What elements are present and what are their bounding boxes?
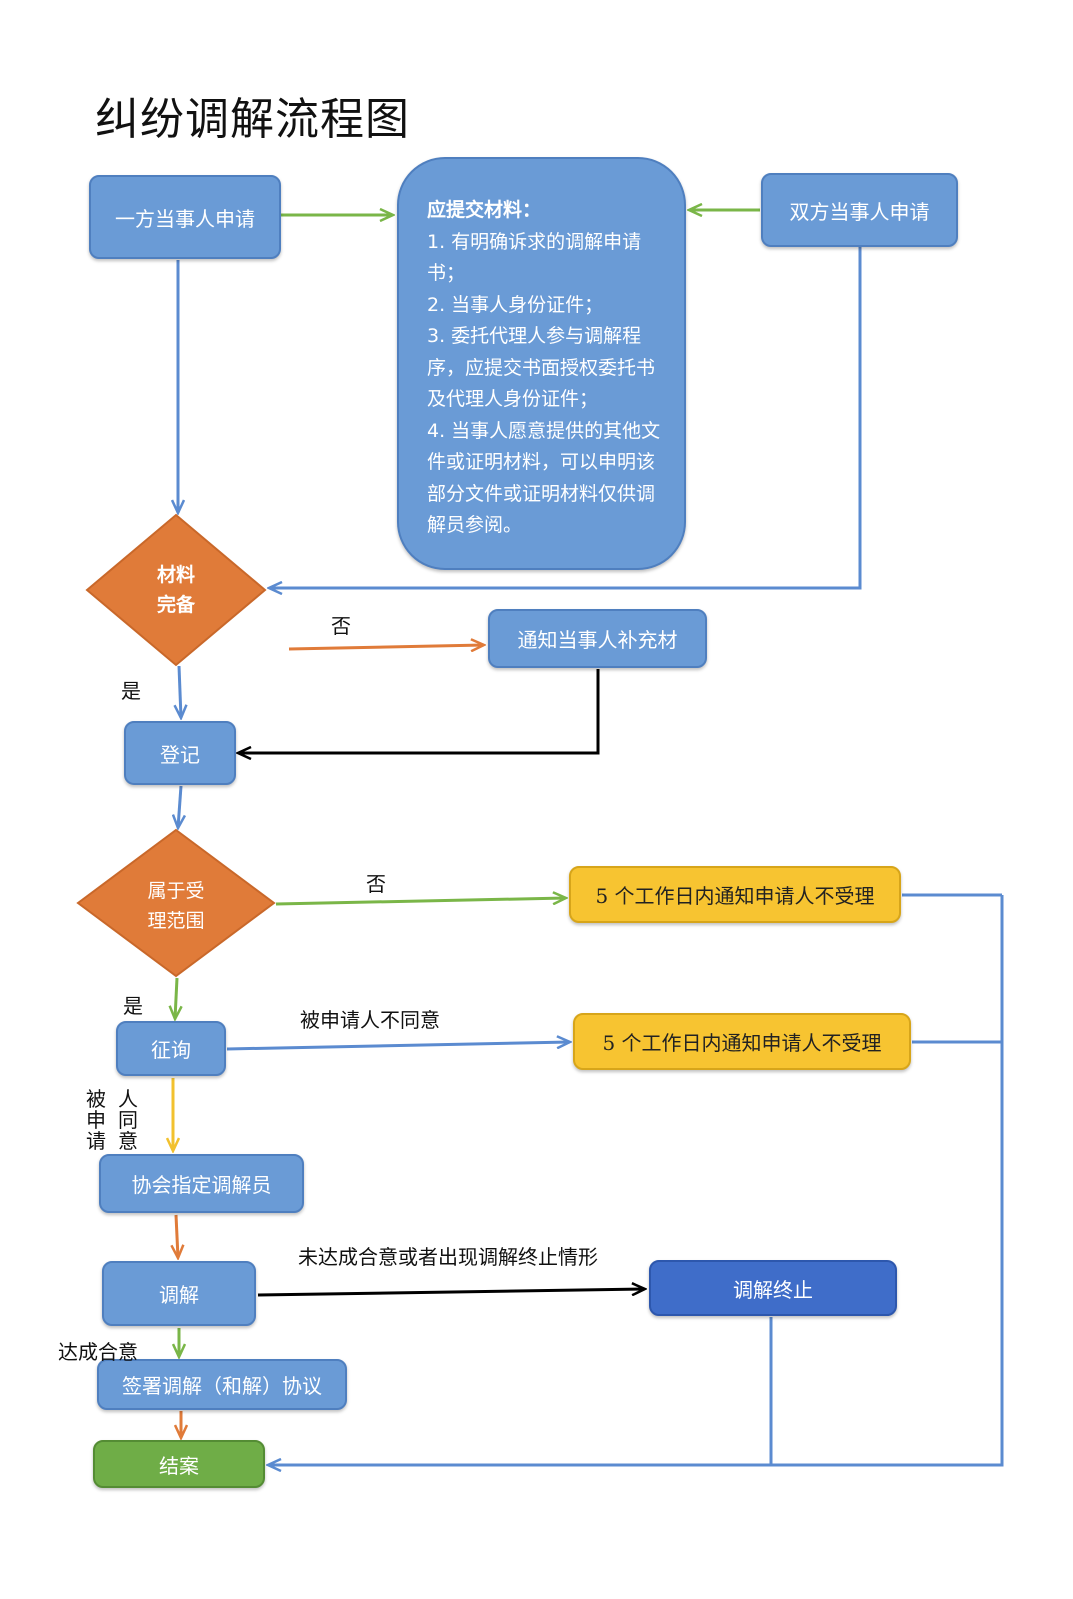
close-case-node: 结案: [93, 1440, 265, 1488]
sign-agreement-node: 签署调解（和解）协议: [97, 1359, 347, 1410]
edge-label-no-scope: 否: [366, 872, 386, 896]
edge-scope-no-reject: [275, 898, 566, 906]
assign-mediator-node: 协会指定调解员: [99, 1154, 304, 1213]
page-title: 纠纷调解流程图: [95, 94, 410, 145]
mediate-node: 调解: [102, 1261, 256, 1326]
notify-supplement-label: 通知当事人补充材: [517, 628, 678, 652]
mediate-label: 调解: [159, 1283, 199, 1307]
edge-consult-disagree-reject: [226, 1042, 570, 1051]
party-both-apply-label: 双方当事人申请: [789, 199, 930, 224]
reject-notice-node-2: 5 个工作日内通知申请人不受理: [573, 1013, 911, 1070]
decision-scope-line: 理范围: [147, 910, 205, 932]
close-case-label: 结案: [159, 1453, 199, 1478]
decision-materials-text: 材料 完备: [136, 560, 216, 620]
assign-mediator-label: 协会指定调解员: [131, 1173, 272, 1197]
sign-agreement-label: 签署调解（和解）协议: [122, 1374, 322, 1398]
reject-notice-label-1: 5 个工作日内通知申请人不受理: [595, 884, 875, 908]
edge-decision-no-notify: [288, 645, 484, 649]
edge-label-yes-materials: 是: [121, 679, 141, 703]
edge-label-respondent-disagree: 被申请人不同意: [300, 1008, 440, 1032]
edge-reject-to-close: [268, 895, 1004, 1465]
edge-label-respondent-agree-col1: 被申请: [86, 1087, 106, 1153]
materials-item: 1. 有明确诉求的调解申请书；: [427, 230, 642, 285]
edge-label-not-agreed: 未达成合意或者出现调解终止情形: [298, 1245, 598, 1269]
decision-materials-line: 材料: [156, 564, 195, 586]
consult-node: 征询: [116, 1021, 226, 1076]
reject-notice-label-2: 5 个工作日内通知申请人不受理: [602, 1031, 882, 1055]
materials-heading: 应提交材料：: [427, 199, 542, 221]
party-one-apply-node: 一方当事人申请: [89, 175, 281, 259]
decision-scope-text: 属于受 理范围: [126, 876, 226, 936]
reject-notice-node-1: 5 个工作日内通知申请人不受理: [569, 866, 901, 923]
mediation-end-label: 调解终止: [733, 1277, 813, 1302]
register-label: 登记: [160, 742, 200, 767]
decision-materials-diamond: [85, 513, 267, 667]
edge-scope-yes-consult: [175, 977, 177, 1019]
register-node: 登记: [124, 721, 236, 785]
edge-label-respondent-agree-col2: 人同意: [118, 1087, 138, 1153]
decision-scope-line: 属于受: [147, 880, 205, 902]
party-one-apply-label: 一方当事人申请: [115, 206, 255, 231]
edge-label-agreed: 达成合意: [58, 1340, 138, 1364]
edge-party-both-to-decision: [269, 247, 862, 588]
edge-notify-to-register: [238, 669, 600, 753]
consult-label: 征询: [151, 1038, 191, 1062]
materials-required-node: 应提交材料： 1. 有明确诉求的调解申请书； 2. 当事人身份证件； 3. 委托…: [397, 157, 686, 570]
notify-supplement-node: 通知当事人补充材: [488, 609, 707, 668]
edge-label-no-materials: 否: [331, 614, 351, 638]
materials-item: 4. 当事人愿意提供的其他文件或证明材料，可以申明该部分文件或证明材料仅供调解员…: [427, 419, 661, 537]
decision-scope-diamond: [76, 828, 276, 978]
edge-assign-to-mediate: [176, 1214, 178, 1258]
decision-materials-line: 完备: [156, 594, 195, 616]
materials-item: 3. 委托代理人参与调解程序，应提交书面授权委托书及代理人身份证件；: [427, 325, 656, 410]
edge-decision-yes-register: [179, 665, 181, 718]
edge-mediate-to-end: [257, 1289, 645, 1297]
materials-item: 2. 当事人身份证件；: [427, 293, 604, 316]
mediation-end-node: 调解终止: [649, 1260, 897, 1316]
edge-label-yes-scope: 是: [123, 994, 143, 1018]
edge-register-to-scope: [178, 785, 181, 828]
party-both-apply-node: 双方当事人申请: [761, 173, 958, 247]
